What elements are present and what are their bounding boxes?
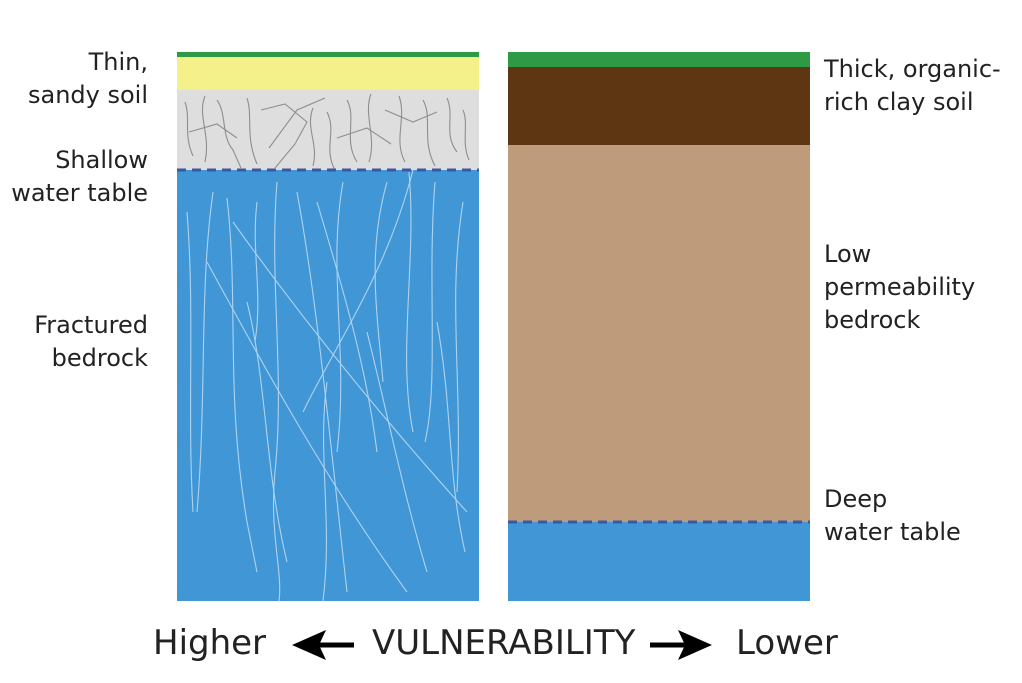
bedrock-fractures [186, 169, 468, 601]
soil-cracks [184, 93, 470, 171]
arrow-left-icon [292, 630, 354, 660]
low-vulnerability-profile-svg [508, 52, 810, 601]
higher-label: Higher [153, 623, 267, 663]
saturated-bedrock-layer [177, 170, 479, 601]
thin-sandy-soil-label: Thin, sandy soil [27, 48, 148, 109]
vulnerability-title: VULNERABILITY [372, 623, 636, 663]
high-vulnerability-profile-svg [177, 52, 479, 601]
low-vulnerability-profile [508, 52, 810, 601]
arrow-right-icon [650, 630, 712, 660]
unsaturated-zone-layer [177, 90, 479, 170]
clay-soil-layer [508, 67, 810, 145]
grass-layer [177, 52, 479, 57]
lower-label: Lower [736, 623, 838, 663]
shallow-water-table-label: Shallow water table [11, 146, 148, 207]
deep-water-table-label: Deep water table [824, 485, 961, 546]
low-permeability-bedrock-layer [508, 145, 810, 522]
high-vulnerability-profile [177, 52, 479, 601]
thick-clay-soil-label: Thick, organic- rich clay soil [824, 55, 1001, 116]
saturated-zone-layer [508, 522, 810, 601]
sandy-soil-layer [177, 57, 479, 90]
low-permeability-bedrock-label: Low permeability bedrock [824, 240, 976, 334]
grass-layer [508, 52, 810, 67]
fractured-bedrock-label: Fractured bedrock [34, 311, 148, 372]
